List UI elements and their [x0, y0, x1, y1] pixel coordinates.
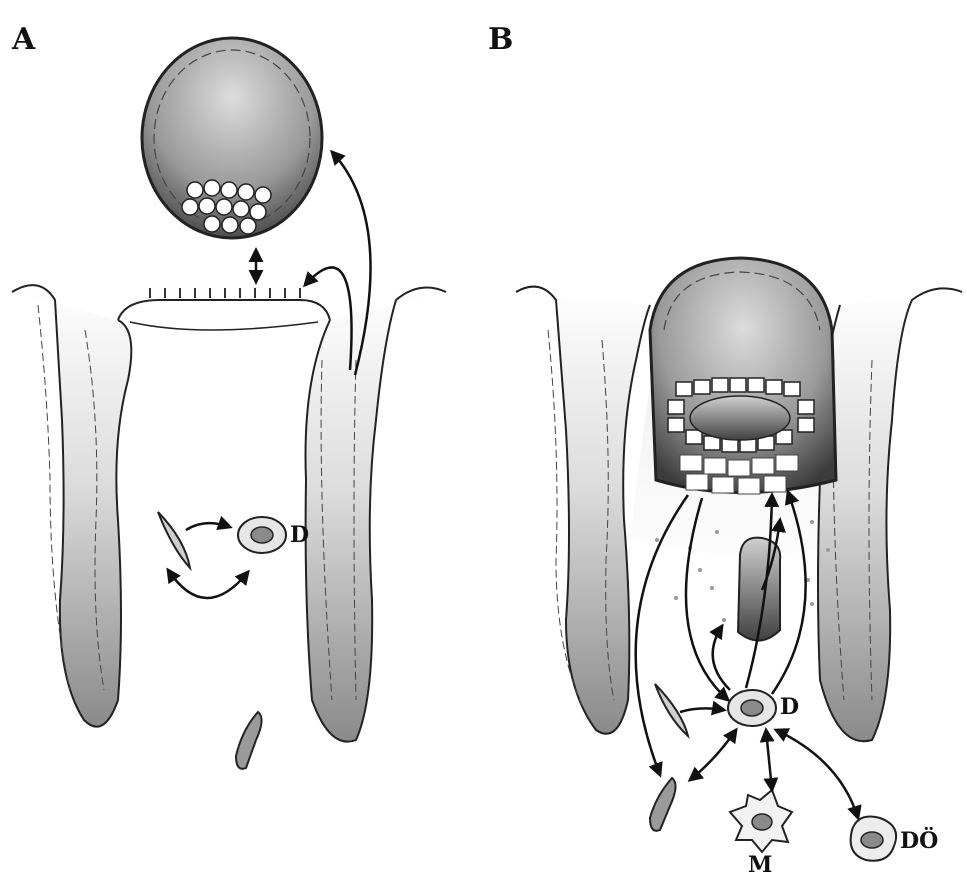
decidual-cell-a: [238, 517, 286, 553]
dendritic-cell-b: [851, 817, 897, 861]
nk-cell-a: [236, 712, 262, 769]
stromal-cell-a: [158, 512, 190, 568]
decidual-cell-b: [728, 690, 776, 726]
arrow-decidua-nk-b: [690, 730, 736, 780]
arrow-decidua-dendritic-b: [776, 730, 858, 818]
label-decidual-cell-b: D: [780, 694, 799, 720]
panel-label-a: A: [12, 22, 35, 57]
blastocyst-a: [142, 38, 322, 238]
arrow-decidua-macrophage-b: [766, 730, 772, 790]
label-dendritic-cell-b: DÖ: [900, 828, 938, 854]
panel-label-b: B: [488, 22, 513, 57]
uterine-gland-right-a: [306, 288, 447, 742]
uterine-gland-left-b: [516, 287, 650, 734]
luminal-epithelium-a: [118, 288, 330, 330]
arrow-stroma-to-decidua-b: [680, 708, 724, 712]
arrow-decidua-to-gland-b: [713, 626, 730, 690]
uterine-gland-left-a: [12, 285, 131, 727]
nk-cell-b: [650, 778, 676, 831]
arrow-decidua-stroma-loop-a: [168, 570, 248, 598]
macrophage-nucleus-b: [752, 814, 772, 830]
panel-b: [516, 258, 962, 861]
amniotic-cavity-b: [690, 396, 790, 440]
panel-a: [12, 38, 446, 769]
label-macrophage-b: M: [748, 852, 772, 878]
label-decidual-cell-a: D: [290, 522, 309, 548]
arrow-stroma-to-decidua-a: [186, 523, 230, 530]
uterine-gland-right-b: [818, 288, 962, 741]
implanting-blastocyst-b: [650, 258, 836, 494]
